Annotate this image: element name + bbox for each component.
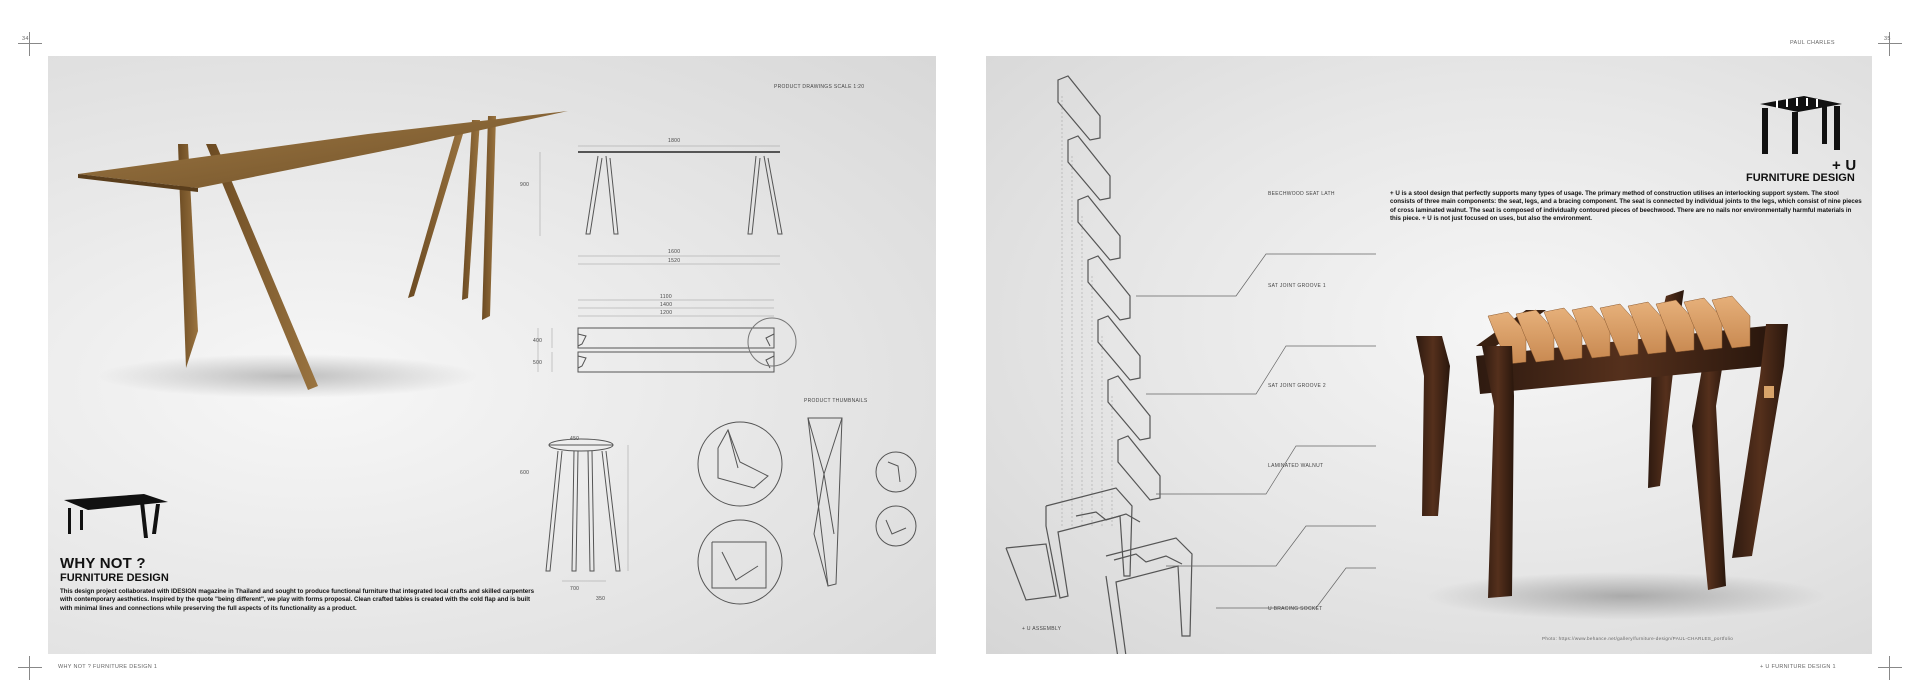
joint-thumbnail — [875, 451, 917, 547]
left-title: WHY NOT ? — [60, 555, 146, 572]
dim-label: 700 — [570, 586, 580, 592]
detail-thumbnail — [697, 519, 783, 605]
callout-walnut: LAMINATED WALNUT — [1268, 463, 1324, 469]
left-description: This design project collaborated with ID… — [60, 588, 535, 612]
dim-label: 350 — [596, 596, 606, 602]
stool-frame-assembly — [1005, 487, 1193, 654]
crop-mark — [18, 32, 42, 56]
right-title: + U — [1832, 157, 1857, 174]
callout-groove-2: SAT JOINT GROOVE 2 — [1268, 383, 1326, 389]
dim-label: 1600 — [668, 249, 681, 255]
plan-drawing — [537, 299, 797, 373]
detail-thumbnail — [697, 421, 783, 507]
crop-mark — [1878, 656, 1902, 680]
right-footer: + U FURNITURE DESIGN 1 — [1760, 664, 1836, 670]
dim-label: 900 — [520, 182, 530, 188]
right-description: + U is a stool design that perfectly sup… — [1390, 190, 1862, 223]
right-page: BEECHWOOD SEAT LATH SAT JOINT GROOVE 1 S… — [986, 56, 1872, 654]
elevation-drawing — [539, 145, 783, 265]
stool-photo — [1416, 290, 1826, 620]
callout-lines — [1136, 253, 1376, 609]
left-page-number: 34 — [22, 36, 29, 42]
right-header-author: PAUL CHARLES — [1790, 40, 1835, 46]
callout-groove-1: SAT JOINT GROOVE 1 — [1268, 283, 1326, 289]
crop-mark — [1878, 32, 1902, 56]
thumbnails-label: PRODUCT THUMBNAILS — [804, 398, 868, 404]
left-page: PRODUCT DRAWINGS SCALE 1:20 1800 900 160… — [48, 56, 936, 654]
table-render — [78, 111, 568, 398]
dim-label: 1200 — [660, 310, 673, 316]
right-subtitle: FURNITURE DESIGN — [1746, 172, 1855, 184]
left-subtitle: FURNITURE DESIGN — [60, 572, 169, 584]
dim-label: 400 — [533, 338, 543, 344]
table-icon — [64, 494, 168, 538]
dim-label: 1100 — [660, 294, 672, 300]
callout-bracing: U BRACING SOCKET — [1268, 606, 1323, 612]
dim-label: 600 — [520, 470, 530, 476]
side-view-drawing — [545, 438, 629, 582]
exploded-drawing — [1005, 75, 1193, 654]
right-page-number: 35 — [1884, 36, 1891, 42]
dim-label: 500 — [533, 360, 543, 366]
dim-label: 1800 — [668, 138, 681, 144]
dim-label: 1520 — [668, 258, 681, 264]
photo-credit: Photo: https://www.behance.net/gallery/f… — [1542, 636, 1734, 641]
drawings-header: PRODUCT DRAWINGS SCALE 1:20 — [774, 84, 865, 90]
assembly-label: + U ASSEMBLY — [1022, 626, 1062, 632]
dim-label: 1400 — [660, 302, 673, 308]
left-footer: WHY NOT ? FURNITURE DESIGN 1 — [58, 664, 158, 670]
seat-lath-stack — [1057, 75, 1161, 501]
leg-detail-drawing — [807, 417, 843, 587]
dim-label: 450 — [570, 436, 580, 442]
crop-mark — [18, 656, 42, 680]
callout-seat-lath: BEECHWOOD SEAT LATH — [1268, 191, 1335, 197]
stool-icon — [1760, 96, 1842, 154]
